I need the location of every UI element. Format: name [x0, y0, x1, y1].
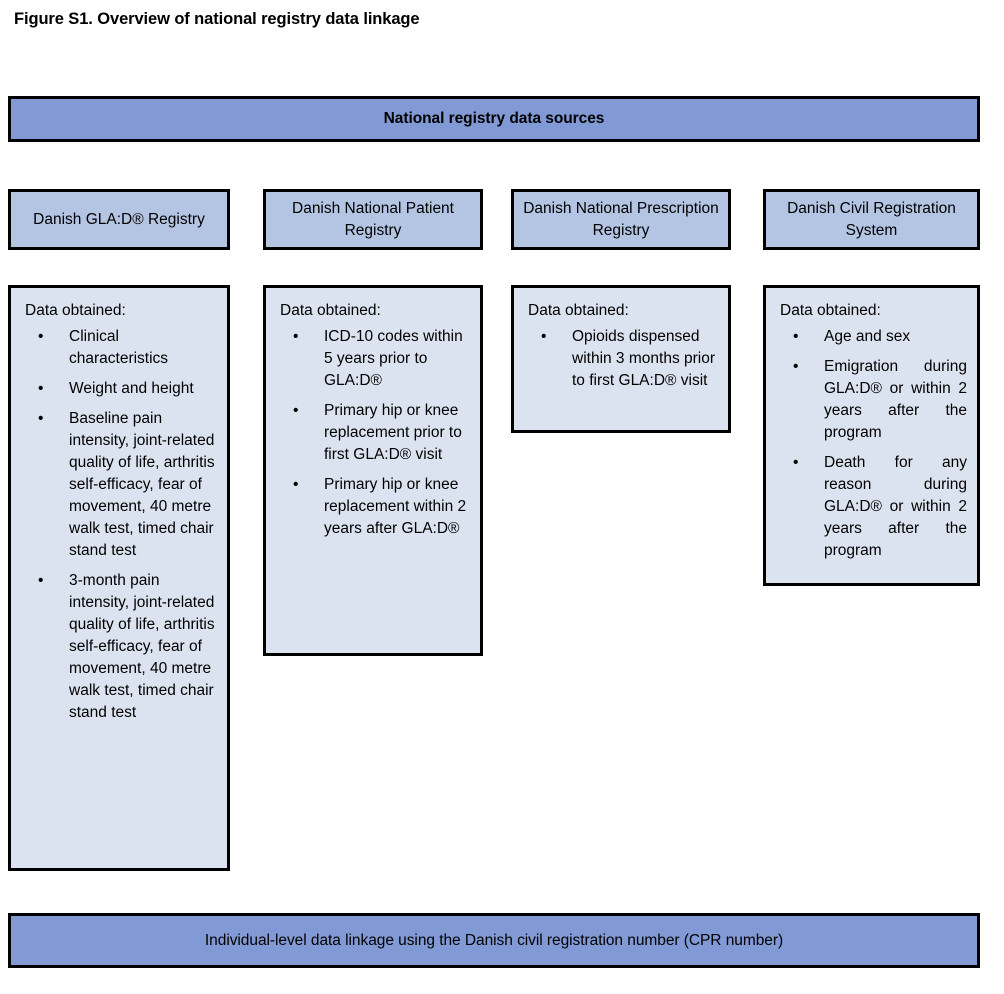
- data-obtained-heading: Data obtained:: [25, 302, 126, 319]
- bullet-dot-icon: •: [293, 402, 299, 419]
- registry-label: Danish National Patient Registry: [292, 199, 454, 239]
- bullet-dot-icon: •: [293, 476, 299, 493]
- bullet-dot-icon: •: [793, 454, 799, 471]
- data-bullet-item: • Primary hip or knee replacement within …: [280, 474, 470, 540]
- data-bullet-label: Emigration during GLA:D® or within 2 yea…: [824, 358, 967, 441]
- registry-box-danish-national-patient-registry: Danish National Patient Registry: [263, 189, 483, 250]
- bullet-dot-icon: •: [38, 572, 44, 589]
- data-bullet-item: • Opioids dispensed within 3 months prior…: [528, 326, 718, 392]
- data-bullet-list: • ICD-10 codes within 5 years prior to GL…: [280, 326, 470, 540]
- registry-box-danish-glad-registry: Danish GLA:D® Registry: [8, 189, 230, 250]
- data-bullet-list: • Clinical characteristics • Weight and hei…: [25, 326, 217, 724]
- data-bullet-label: Clinical characteristics: [69, 328, 169, 367]
- data-bullet-item: • 3-month pain intensity, joint-related q…: [25, 570, 217, 724]
- registry-label: Danish Civil Registration System: [787, 199, 956, 239]
- banner-individual-level-data-linkage: Individual-level data linkage using the …: [8, 913, 980, 968]
- bullet-dot-icon: •: [38, 380, 44, 397]
- data-bullet-label: Baseline pain intensity, joint-related q…: [69, 410, 215, 559]
- data-bullet-label: Death for any reason during GLA:D® or wi…: [824, 454, 967, 559]
- registry-label: Danish GLA:D® Registry: [33, 210, 205, 228]
- data-bullet-item: • Primary hip or knee replacement prior t…: [280, 400, 470, 466]
- registry-label: Danish National Prescription Registry: [523, 199, 719, 239]
- data-bullet-label: ICD-10 codes within 5 years prior to GLA…: [324, 328, 463, 389]
- data-bullet-list: • Opioids dispensed within 3 months prior…: [528, 326, 718, 392]
- data-bullet-item: • Weight and height: [25, 378, 217, 400]
- bullet-dot-icon: •: [38, 410, 44, 427]
- data-box-danish-civil-registration-system: Data obtained: • Age and sex • Emigration d…: [763, 285, 980, 586]
- data-bullet-item: • Baseline pain intensity, joint-related …: [25, 408, 217, 562]
- data-box-danish-national-prescription-registry: Data obtained: • Opioids dispensed within…: [511, 285, 731, 433]
- data-obtained-heading: Data obtained:: [280, 302, 381, 319]
- data-bullet-list: • Age and sex • Emigration during GLA:D® or…: [780, 326, 967, 562]
- data-bullet-item: • Emigration during GLA:D® or within 2 ye…: [780, 356, 967, 444]
- data-bullet-label: 3-month pain intensity, joint-related qu…: [69, 572, 215, 721]
- page-title: Figure S1. Overview of national registry…: [14, 10, 420, 28]
- data-bullet-label: Opioids dispensed within 3 months prior …: [572, 328, 716, 389]
- registry-box-danish-national-prescription-registry: Danish National Prescription Registry: [511, 189, 731, 250]
- banner-bottom-label: Individual-level data linkage using the …: [204, 931, 784, 949]
- bullet-dot-icon: •: [38, 328, 44, 345]
- data-box-danish-national-patient-registry: Data obtained: • ICD-10 codes within 5 ye…: [263, 285, 483, 656]
- data-bullet-label: Age and sex: [824, 328, 911, 345]
- banner-top-label: National registry data sources: [383, 110, 605, 127]
- bullet-dot-icon: •: [793, 328, 799, 345]
- bullet-dot-icon: •: [293, 328, 299, 345]
- data-obtained-heading: Data obtained:: [528, 302, 629, 319]
- data-bullet-item: • Clinical characteristics: [25, 326, 217, 370]
- data-bullet-label: Primary hip or knee replacement prior to…: [324, 402, 462, 463]
- data-box-danish-glad-registry: Data obtained: • Clinical characteristics…: [8, 285, 230, 871]
- bullet-dot-icon: •: [541, 328, 547, 345]
- bullet-dot-icon: •: [793, 358, 799, 375]
- data-bullet-label: Primary hip or knee replacement within 2…: [324, 476, 467, 537]
- data-obtained-heading: Data obtained:: [780, 302, 881, 319]
- registry-box-danish-civil-registration-system: Danish Civil Registration System: [763, 189, 980, 250]
- data-bullet-item: • ICD-10 codes within 5 years prior to GL…: [280, 326, 470, 392]
- data-bullet-item: • Death for any reason during GLA:D® or w…: [780, 452, 967, 562]
- banner-national-registry-data-sources: National registry data sources: [8, 96, 980, 142]
- data-bullet-item: • Age and sex: [780, 326, 967, 348]
- data-bullet-label: Weight and height: [69, 380, 194, 397]
